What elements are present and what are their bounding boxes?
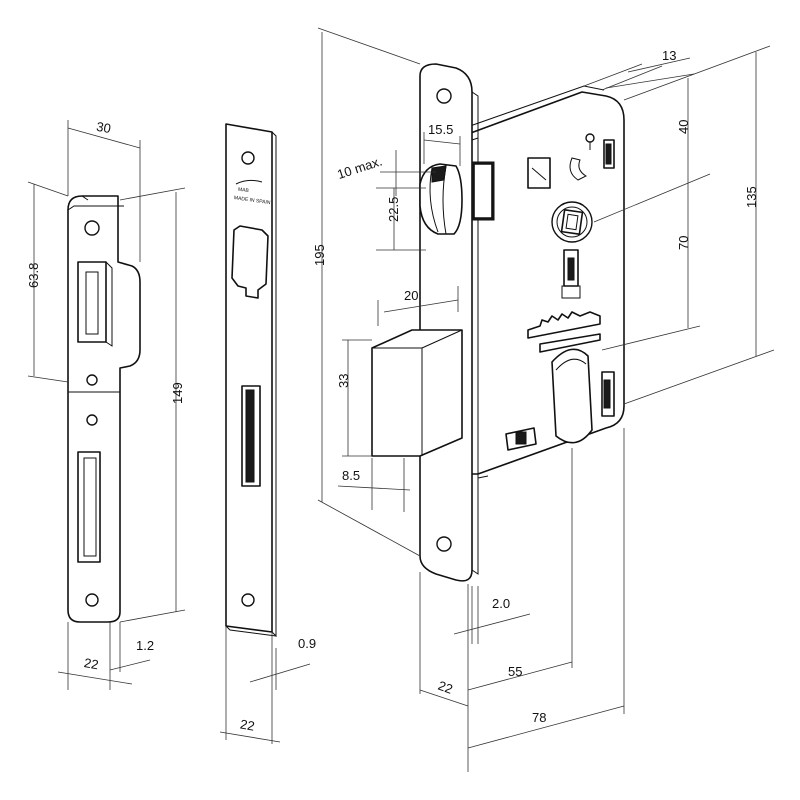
screw-hole (436, 88, 452, 104)
deadbolt (371, 329, 463, 457)
dim-case-height: 135 (744, 186, 759, 208)
made-in-mark: MADE IN SPAIN (233, 195, 271, 206)
ratchet (527, 311, 601, 339)
screw-hole (84, 220, 100, 236)
dim-faceplate-thickness: 2.0 (492, 596, 510, 611)
dim-latch-height: 22.5 (386, 197, 401, 222)
hook-cutout (569, 157, 588, 181)
dim-deadbolt-offset: 8.5 (342, 468, 360, 483)
dim-strike-total-height: 149 (170, 382, 185, 404)
dim-deadbolt-height: 33 (336, 374, 351, 388)
cylinder-slot (551, 348, 593, 444)
latch-bolt (419, 163, 463, 235)
dim-case-width: 78 (532, 710, 546, 725)
screw-hole (241, 593, 255, 607)
dim-latch-width: 15.5 (428, 122, 453, 137)
dim-strike-upper-height: 63.8 (26, 263, 41, 288)
dim-case-depth: 13 (662, 48, 676, 63)
brand-logo: MAB MADE IN SPAIN (233, 179, 271, 206)
mortise-lock-body (467, 85, 625, 479)
dim-overall-height: 195 (312, 244, 327, 266)
dim-latch-projection: 10 max. (335, 153, 384, 182)
dimensions-strike-long: 30 63.8 149 22 1.2 (26, 119, 186, 690)
strike-plate-long (67, 195, 141, 623)
screw-hole (241, 151, 255, 165)
screw-hole (86, 414, 98, 426)
dim-follower-to-cylinder: 70 (676, 236, 691, 250)
window-square (527, 157, 551, 189)
screw-hole (85, 593, 99, 607)
follower (551, 201, 593, 243)
dimensions-strike-flat: 22 0.9 (219, 626, 316, 744)
dim-strike-thickness: 1.2 (136, 638, 154, 653)
brand-mark: MAB (238, 187, 250, 195)
screw-hole (86, 374, 98, 386)
dim-strike-width: 30 (95, 119, 112, 136)
dim-top-to-follower: 40 (676, 120, 691, 134)
screw-hole (436, 536, 452, 552)
dim-backset: 55 (508, 664, 522, 679)
dim-strike-lip-width: 22 (83, 655, 100, 672)
dim-deadbolt-projection: 20 (404, 288, 418, 303)
dim-flat-thickness: 0.9 (298, 636, 316, 651)
strike-plate-flat: MAB MADE IN SPAIN (225, 123, 277, 638)
dim-faceplate-width: 22 (436, 678, 455, 697)
dim-flat-width: 22 (239, 716, 256, 733)
